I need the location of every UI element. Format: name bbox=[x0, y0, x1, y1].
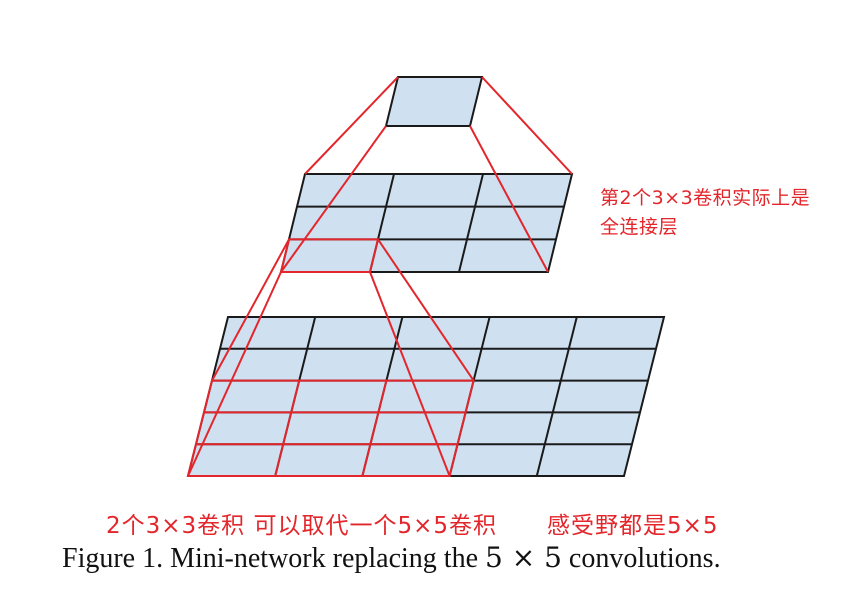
caption-prefix: Figure 1. Mini-network replacing the bbox=[62, 543, 486, 574]
bottom-grid-col-line bbox=[535, 316, 578, 477]
middle-cell-highlight bbox=[279, 238, 380, 273]
projection-cell-bottom-left bbox=[187, 271, 282, 477]
projection-lines bbox=[187, 76, 573, 477]
projection-cell-top-right bbox=[377, 238, 475, 382]
caption-suffix: convolutions. bbox=[561, 543, 721, 574]
highlight-col-line bbox=[361, 380, 388, 477]
middle-grid-col-line bbox=[458, 173, 484, 273]
annotation-bottom-part1: 2个3×3卷积 可以取代一个5×5卷积 bbox=[106, 513, 498, 539]
projection-cell-bottom-right bbox=[369, 271, 451, 477]
projection-cell-top-left bbox=[211, 238, 290, 382]
projection-top-left bbox=[304, 76, 399, 175]
middle-grid-fill bbox=[279, 173, 574, 273]
top-1x1-layer bbox=[384, 76, 484, 127]
annotation-top-right-line1: 第2个3×3卷积实际上是 bbox=[600, 187, 811, 209]
annotation-top-right-line2: 全连接层 bbox=[600, 216, 679, 238]
middle-3x3-layer bbox=[279, 173, 574, 273]
bottom-grid-fill bbox=[186, 316, 666, 477]
annotation-bottom-part2: 感受野都是5×5 bbox=[547, 513, 719, 539]
figure-caption: Figure 1. Mini-network replacing the 5 ×… bbox=[62, 541, 721, 575]
caption-math: 5 × 5 bbox=[485, 541, 562, 574]
bottom-5x5-layer bbox=[186, 316, 666, 477]
projection-top-right bbox=[481, 76, 573, 175]
projection-bottom-left bbox=[280, 125, 387, 273]
projection-bottom-right bbox=[469, 125, 549, 273]
top-grid-fill bbox=[384, 76, 484, 127]
highlight-col-line bbox=[274, 380, 301, 477]
